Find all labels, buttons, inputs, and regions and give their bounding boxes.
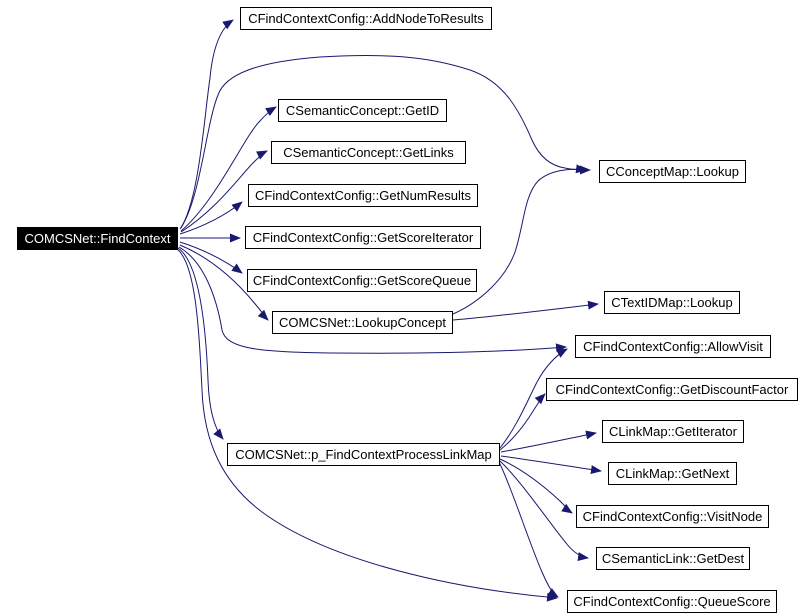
node-comcsnet-p-findcontextprocesslinkmap[interactable]: COMCSNet::p_FindContextProcessLinkMap	[227, 443, 500, 466]
node-label: CFindContextConfig::GetScoreIterator	[252, 230, 474, 245]
node-clinkmap-getiterator[interactable]: CLinkMap::GetIterator	[602, 420, 744, 443]
node-csemanticconcept-getlinks[interactable]: CSemanticConcept::GetLinks	[271, 141, 466, 164]
node-label: CLinkMap::GetNext	[615, 466, 730, 481]
node-cfindcontextconfig-getscoreiterator[interactable]: CFindContextConfig::GetScoreIterator	[245, 226, 481, 249]
node-label: CSemanticConcept::GetLinks	[283, 145, 454, 160]
edge-process_link_map-to-allow_visit	[499, 348, 568, 449]
node-label: CFindContextConfig::AddNodeToResults	[248, 11, 484, 26]
edge-find_context-to-get_score_queue	[179, 241, 243, 274]
node-clinkmap-getnext[interactable]: CLinkMap::GetNext	[608, 462, 737, 485]
node-label: COMCSNet::LookupConcept	[279, 315, 446, 330]
edge-find_context-to-get_id	[180, 106, 277, 232]
node-ctextidmap-lookup[interactable]: CTextIDMap::Lookup	[604, 291, 740, 314]
node-label: CFindContextConfig::QueueScore	[573, 594, 771, 609]
node-label: CFindContextConfig::AllowVisit	[583, 339, 763, 354]
node-cfindcontextconfig-visitnode[interactable]: CFindContextConfig::VisitNode	[576, 505, 769, 528]
edge-find_context-to-get_links	[180, 150, 268, 233]
node-csemanticlink-getdest[interactable]: CSemanticLink::GetDest	[596, 547, 750, 570]
node-cfindcontextconfig-queuescore[interactable]: CFindContextConfig::QueueScore	[567, 590, 777, 613]
edge-find_context-to-lookup_concept	[179, 244, 269, 321]
edge-find_context-to-process_link_map	[177, 247, 224, 440]
edge-lookup_concept-to-text_id_map_lookup	[452, 300, 599, 321]
edge-process_link_map-to-queue_score	[498, 461, 559, 598]
node-comcsnet-findcontext: COMCSNet::FindContext	[17, 227, 178, 250]
node-cfindcontextconfig-getnumresults[interactable]: CFindContextConfig::GetNumResults	[248, 184, 478, 207]
node-cfindcontextconfig-allowvisit[interactable]: CFindContextConfig::AllowVisit	[575, 335, 771, 358]
edge-find_context-to-queue_score	[176, 248, 558, 602]
node-label: CSemanticLink::GetDest	[601, 551, 745, 566]
node-label: CSemanticConcept::GetID	[285, 103, 440, 118]
node-label: COMCSNet::p_FindContextProcessLinkMap	[235, 447, 492, 462]
node-label: COMCSNet::FindContext	[24, 231, 171, 246]
node-label: CTextIDMap::Lookup	[611, 295, 733, 310]
edge-process_link_map-to-get_dest	[499, 460, 589, 562]
node-cfindcontextconfig-getscorequeue[interactable]: CFindContextConfig::GetScoreQueue	[247, 269, 477, 292]
edge-lookup_concept-to-concept_map_lookup	[452, 164, 587, 315]
node-label: CFindContextConfig::GetScoreQueue	[252, 273, 472, 288]
node-cfindcontextconfig-addnodetoresults[interactable]: CFindContextConfig::AddNodeToResults	[240, 7, 492, 30]
edge-find_context-to-allow_visit	[178, 246, 567, 354]
edge-process_link_map-to-get_next	[500, 455, 602, 474]
node-comcsnet-lookupconcept[interactable]: COMCSNet::LookupConcept	[272, 311, 453, 334]
edge-find_context-to-get_num_results	[179, 201, 243, 235]
node-label: CFindContextConfig::GetNumResults	[254, 188, 472, 203]
node-label: CConceptMap::Lookup	[606, 164, 739, 179]
node-label: CFindContextConfig::GetDiscountFactor	[555, 382, 789, 397]
node-csemanticconcept-getid[interactable]: CSemanticConcept::GetID	[278, 99, 447, 122]
node-label: CLinkMap::GetIterator	[609, 424, 737, 439]
node-label: CFindContextConfig::VisitNode	[582, 509, 763, 524]
edge-process_link_map-to-get_discount_factor	[499, 393, 546, 451]
edge-find_context-to-add_node_to_results	[179, 19, 234, 230]
node-cfindcontextconfig-getdiscountfactor[interactable]: CFindContextConfig::GetDiscountFactor	[546, 378, 798, 401]
edge-process_link_map-to-get_iterator	[500, 430, 597, 453]
edge-find_context-to-concept_map_lookup	[180, 55, 591, 229]
edge-process_link_map-to-visit_node	[499, 458, 573, 514]
node-cconceptmap-lookup[interactable]: CConceptMap::Lookup	[599, 160, 746, 183]
